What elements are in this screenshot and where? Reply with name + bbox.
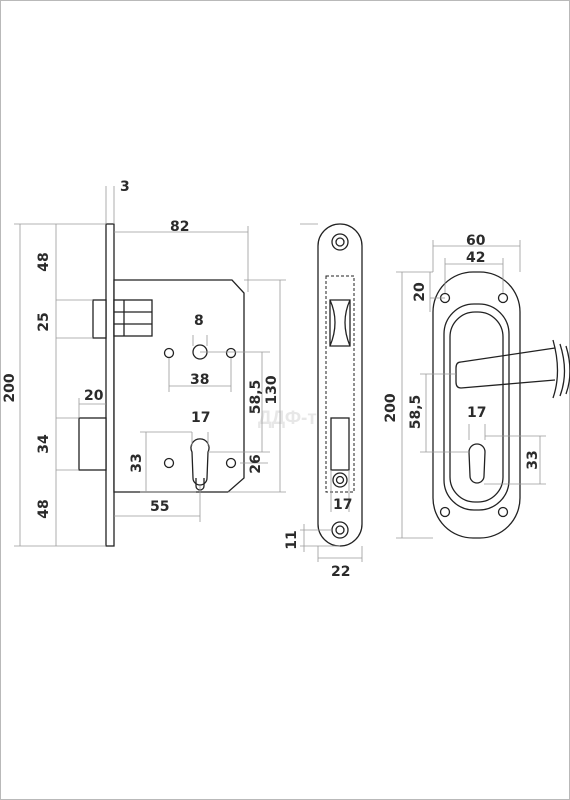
handle-lever-end	[455, 361, 462, 389]
dim-spindle-to-cylinder: 58,5	[248, 380, 264, 415]
screw-hole-right	[225, 347, 237, 359]
handle-lever	[460, 347, 556, 389]
faceplate	[105, 223, 115, 547]
dim-escutcheon-spindle-to-cylinder: 58,5	[408, 395, 424, 430]
latch-housing	[113, 299, 153, 337]
handle-break-lines	[552, 339, 570, 399]
dim-escutcheon-width: 60	[466, 233, 486, 249]
dim-backset-width: 82	[170, 219, 189, 235]
deadbolt	[78, 417, 107, 471]
dim-latch-height: 25	[36, 312, 52, 331]
strike-plate-view: 11 22 17	[284, 223, 363, 580]
dim-backset: 55	[150, 499, 169, 515]
dim-escutcheon-height: 200	[383, 393, 399, 422]
escutcheon-screw-tr	[497, 292, 509, 304]
dim-overall-height: 200	[2, 373, 18, 402]
dim-strike-bottom-offset: 11	[284, 530, 300, 549]
dim-escutcheon-cylinder-height: 33	[525, 450, 541, 469]
strike-screw-middle	[332, 472, 348, 488]
dim-spindle-offset: 38	[190, 372, 209, 388]
lock-body-view: 3 82 48 25 200 20 34 48 8 38 58,5 130 17…	[2, 179, 286, 547]
dim-strike-plate-width: 22	[331, 564, 350, 580]
strike-screw-middle-inner	[335, 475, 345, 485]
dim-spindle-square: 8	[194, 313, 204, 329]
strike-bolt-slot	[330, 417, 350, 471]
screw-hole-left	[163, 347, 175, 359]
screw-hole-bottom-right	[225, 457, 237, 469]
escutcheon-plate	[432, 271, 521, 539]
escutcheon-screw-bl	[439, 506, 451, 518]
dim-escutcheon-cylinder-width: 17	[467, 405, 486, 421]
screw-hole-bottom-left	[163, 457, 175, 469]
strike-hidden-outline	[325, 275, 355, 493]
dim-cylinder-to-bottom: 26	[248, 454, 264, 473]
strike-screw-top	[331, 233, 349, 251]
escutcheon-view: 60 42 20 200 58,5 17 33	[383, 233, 570, 539]
dim-bottom-margin: 48	[36, 499, 52, 518]
latch-tongue	[92, 299, 107, 339]
dim-top-to-latch: 48	[36, 252, 52, 271]
dim-bolt-height: 34	[36, 434, 52, 454]
dim-case-height: 130	[264, 375, 280, 404]
dim-cylinder-width: 17	[191, 410, 210, 426]
escutcheon-cylinder-hole	[468, 443, 486, 484]
escutcheon-inner-frame-2	[449, 311, 504, 503]
escutcheon-screw-br	[497, 506, 509, 518]
strike-screw-bottom-inner	[335, 525, 345, 535]
escutcheon-inner-frame	[443, 303, 510, 511]
dim-strike-slot-width: 17	[333, 497, 352, 513]
strike-screw-top-inner	[335, 237, 345, 247]
dim-cylinder-height: 33	[129, 453, 145, 472]
dim-escutcheon-hole-spacing: 42	[466, 250, 485, 266]
dim-faceplate-thickness: 3	[120, 179, 130, 195]
strike-latch-opening	[329, 299, 351, 347]
dim-latch-projection: 20	[84, 388, 104, 404]
dim-escutcheon-top-offset: 20	[412, 282, 428, 302]
